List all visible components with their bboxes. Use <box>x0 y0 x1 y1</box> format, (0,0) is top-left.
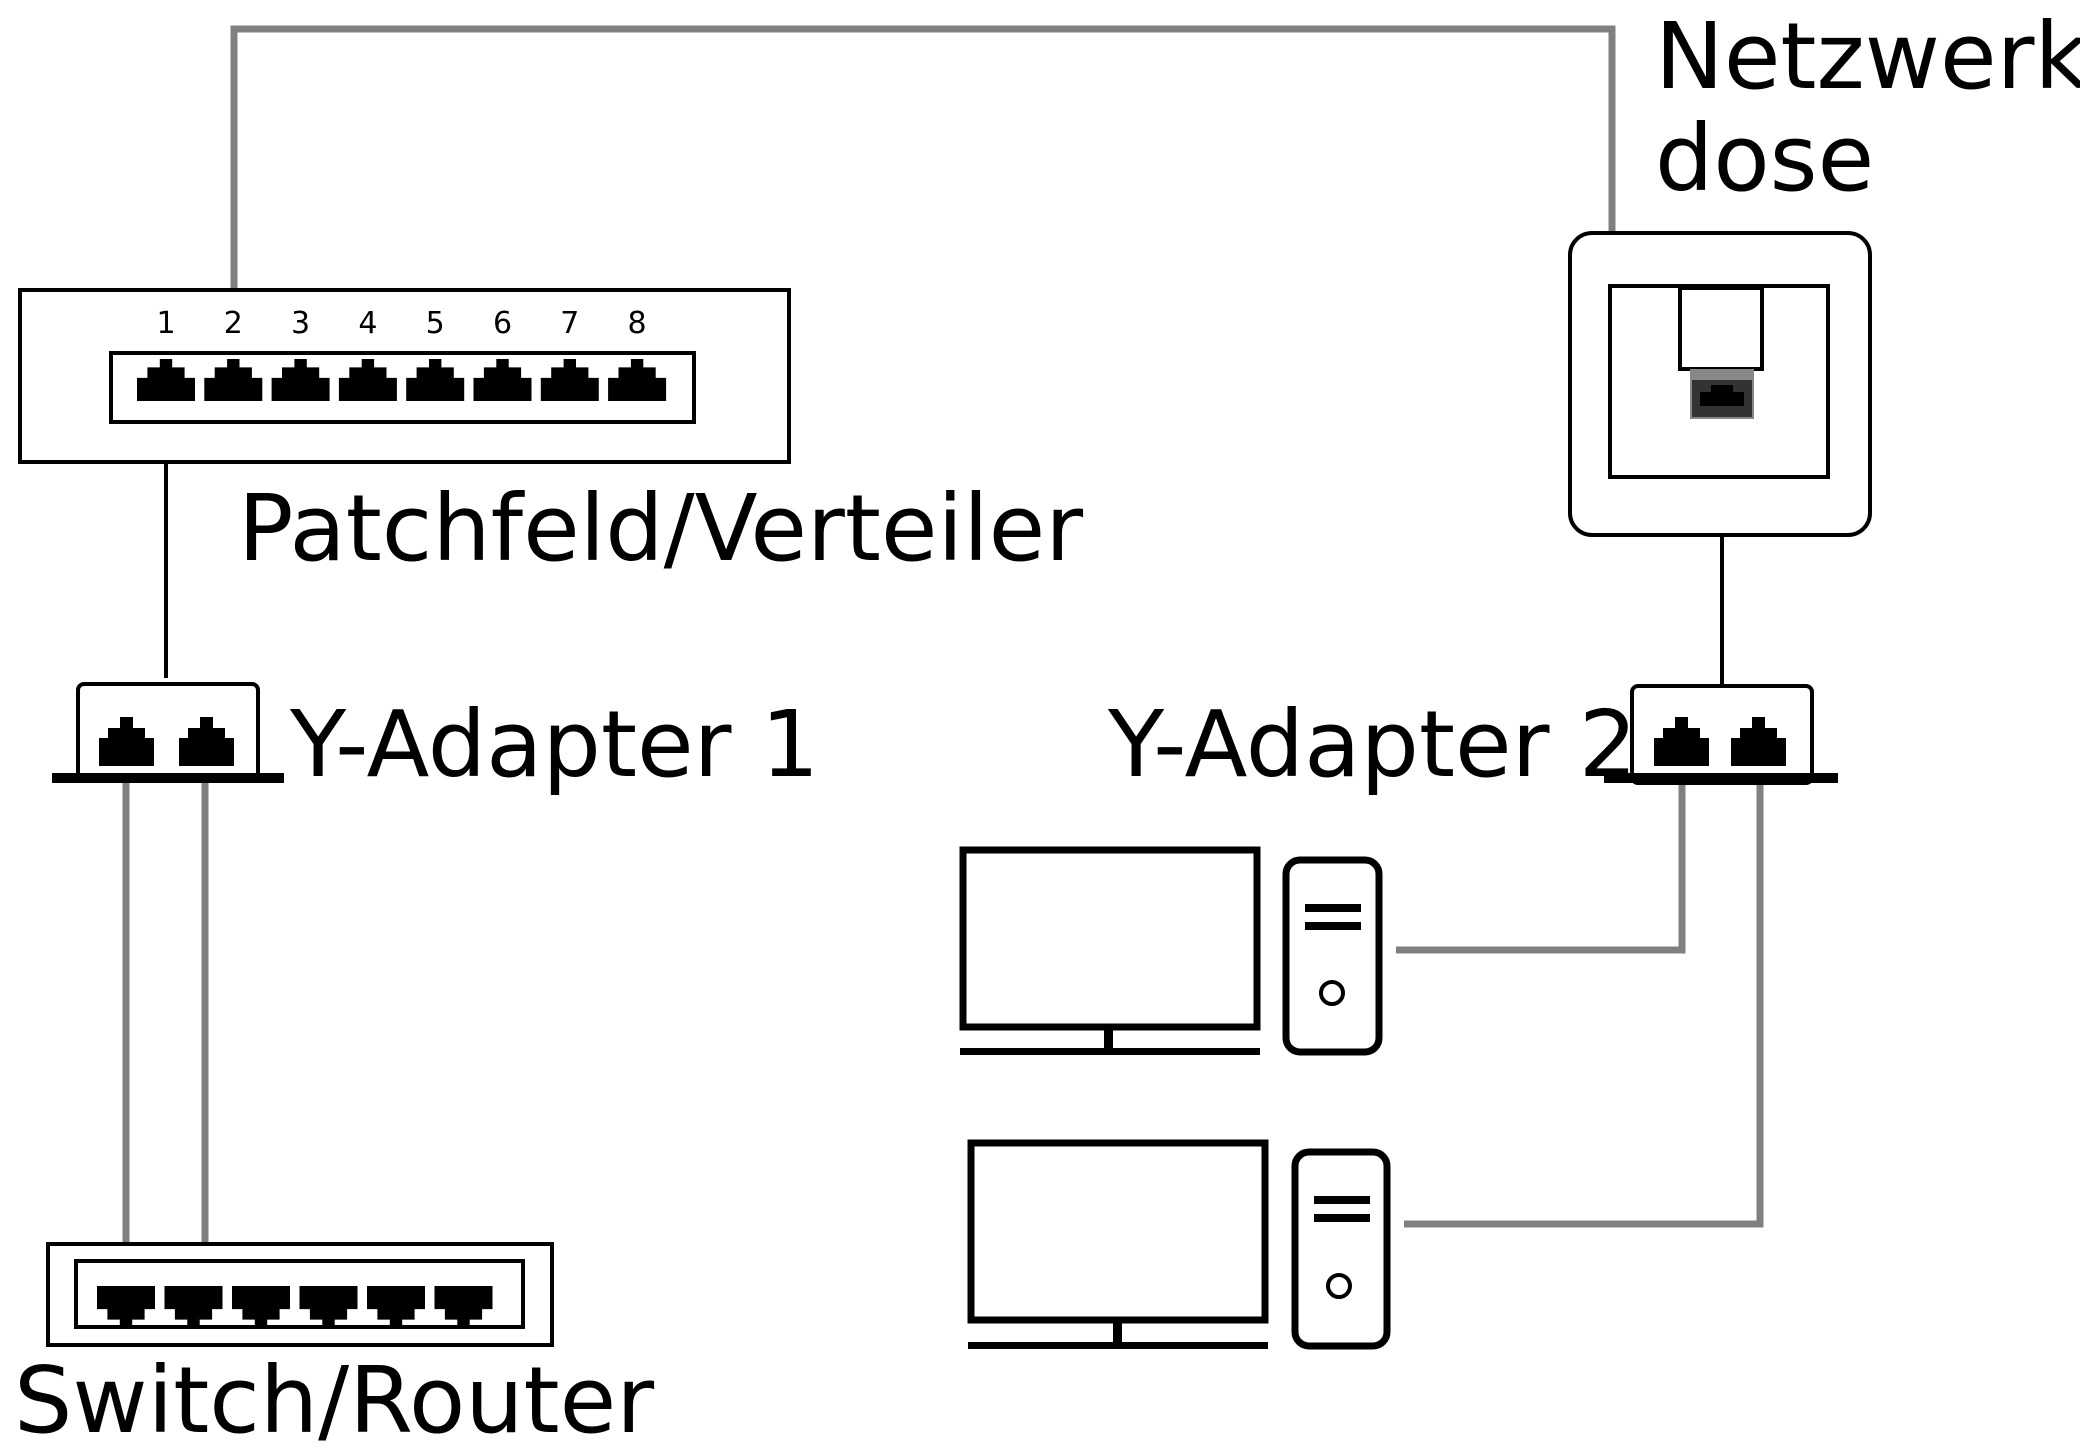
ethernet-port-icon <box>97 1286 155 1328</box>
y-adapter-1-label: Y-Adapter 1 <box>289 691 819 798</box>
wall-outlet-label-line1: Netzwerk- <box>1655 3 2080 110</box>
patchpanel-port-number: 8 <box>628 306 647 341</box>
wall-outlet-label-line2: dose <box>1655 105 1874 212</box>
computer-2 <box>967 1139 1391 1350</box>
cable-y-adapter-2-b-to-pc-2 <box>1404 748 1764 1228</box>
monitor-stand <box>1104 1027 1113 1052</box>
pc-power-button-icon <box>1326 1273 1352 1299</box>
y-adapter-2-label: Y-Adapter 2 <box>1107 691 1637 798</box>
y-adapter-1 <box>52 682 284 783</box>
y-adapter-2-base <box>1604 773 1838 783</box>
wall-outlet-ethernet-port-icon <box>1700 385 1744 406</box>
patchpanel-port-number: 2 <box>224 306 243 341</box>
ethernet-port-icon <box>540 359 599 401</box>
wall-outlet <box>1568 231 1872 537</box>
patchpanel-label: Patchfeld/Verteiler <box>238 475 1083 582</box>
ethernet-port-icon <box>179 717 234 766</box>
pc-drive-slot <box>1314 1214 1370 1222</box>
cable-y-adapter-2-a-to-pc-1 <box>1396 748 1686 954</box>
ethernet-port-icon <box>232 1286 290 1328</box>
patchpanel-ports <box>137 359 667 401</box>
patchpanel-port-number: 5 <box>426 306 445 341</box>
ethernet-port-icon <box>608 359 667 401</box>
ethernet-port-icon <box>367 1286 425 1328</box>
ethernet-port-icon <box>299 1286 358 1328</box>
pc-tower-icon <box>1291 1148 1391 1350</box>
patchpanel-port-strip <box>109 351 696 424</box>
patchpanel-port-number: 1 <box>156 306 175 341</box>
pc-drive-slot <box>1314 1196 1370 1204</box>
cables <box>122 25 1764 1290</box>
ethernet-port-icon <box>338 359 397 401</box>
ethernet-port-icon <box>434 1286 493 1328</box>
patchpanel-port-number: 3 <box>291 306 310 341</box>
monitor-foot <box>968 1342 1268 1349</box>
ethernet-port-icon <box>99 717 154 766</box>
computer-1 <box>959 846 1383 1056</box>
pc-drive-slot <box>1305 922 1361 930</box>
y-adapter-1-body <box>76 682 260 783</box>
pc-drive-slot <box>1305 904 1361 912</box>
ethernet-port-icon <box>271 359 330 401</box>
ethernet-port-icon <box>473 359 532 401</box>
switch-router <box>46 1242 554 1347</box>
monitor-icon <box>959 846 1261 1031</box>
patchpanel: 1 2 3 4 5 6 7 8 <box>18 288 791 464</box>
monitor-icon <box>967 1139 1269 1324</box>
pc-power-button-icon <box>1319 980 1345 1006</box>
pc-tower-icon <box>1282 856 1383 1056</box>
y-adapter-2-body <box>1630 684 1814 785</box>
monitor-stand <box>1113 1320 1122 1345</box>
ethernet-port-icon <box>406 359 465 401</box>
switch-label: Switch/Router <box>14 1347 654 1449</box>
monitor-foot <box>960 1048 1260 1055</box>
y-adapter-2 <box>1604 684 1838 785</box>
patchpanel-port-number: 6 <box>493 306 512 341</box>
cable-patchpanel-to-walloutlet <box>230 25 1616 290</box>
patchpanel-port-number: 7 <box>560 306 579 341</box>
ethernet-port-icon <box>1654 717 1709 766</box>
wall-outlet-shutter <box>1678 286 1764 371</box>
ethernet-port-icon <box>137 359 195 401</box>
patchpanel-port-numbers: 1 2 3 4 5 6 7 8 <box>156 306 646 341</box>
patchpanel-port-number: 4 <box>358 306 377 341</box>
ethernet-port-icon <box>164 1286 223 1328</box>
ethernet-port-icon <box>204 359 263 401</box>
ethernet-port-icon <box>1731 717 1786 766</box>
switch-ports <box>97 1286 493 1328</box>
y-adapter-1-base <box>52 773 284 783</box>
